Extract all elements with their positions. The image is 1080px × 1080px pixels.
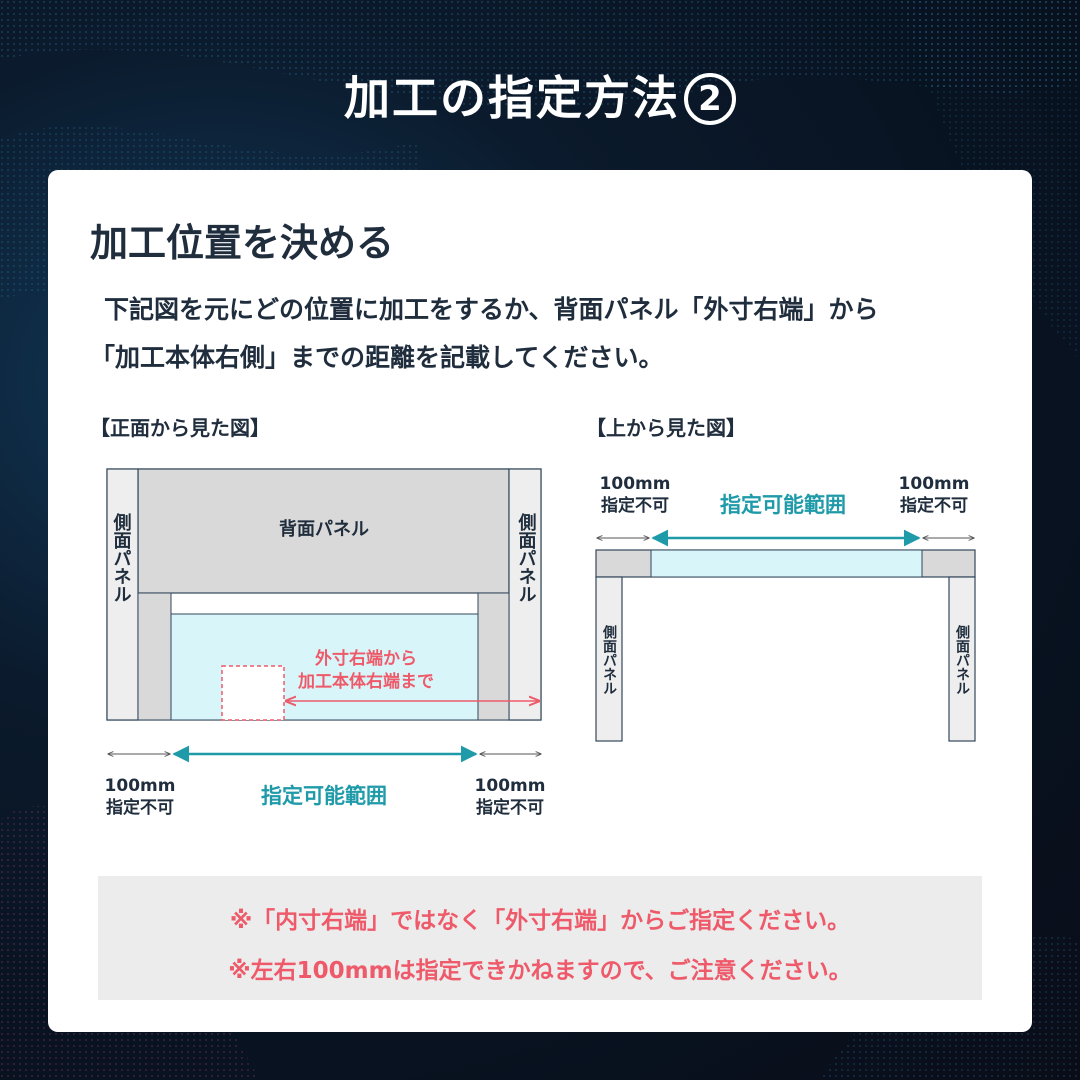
front-right-margin-size: 100mm [475,776,546,796]
front-view-diagram: 背面パネル 側面パネル 側面パネル 外寸右端から 加工本体右端まで 100mm … [105,468,546,818]
front-annotation-line-2: 加工本体右端まで [297,671,434,692]
top-left-margin-note: 指定不可 [601,495,669,516]
top-left-side-panel [595,576,623,742]
top-view-diagram: 100mm 指定不可 指定可能範囲 100mm 指定不可 側面パネル 側面パネル [595,474,976,742]
content-card: 加工位置を決める 下記図を元にどの位置に加工をするか、背面パネル「外寸右端」から… [48,170,1032,1032]
top-left-margin-size: 100mm [600,474,671,494]
front-back-panel-label: 背面パネル [279,518,369,540]
top-left-side-panel-label: 側面パネル [601,624,618,695]
front-range-label: 指定可能範囲 [261,784,387,808]
front-left-side-panel-label: 側面パネル [111,512,133,603]
note-line-2: ※左右100mmは指定できかねますので、ご注意ください。 [228,958,852,984]
front-view-label: 【正面から見た図】 [90,416,270,440]
section-title: 加工位置を決める [90,221,395,265]
notes-box: ※「内寸右端」ではなく「外寸右端」からご指定ください。 ※左右100mmは指定で… [98,876,982,1000]
top-right-margin-note: 指定不可 [900,495,968,516]
front-process-box [221,665,285,721]
description: 下記図を元にどの位置に加工をするか、背面パネル「外寸右端」から 「加工本体右側」… [90,286,879,382]
front-annotation-line-1: 外寸右端から [315,648,417,669]
top-view-label: 【上から見た図】 [586,416,746,440]
front-left-side-panel [106,468,139,721]
front-right-side-panel-label: 側面パネル [516,512,538,603]
top-right-side-panel-label: 側面パネル [954,624,971,695]
top-range-area [650,549,923,578]
front-back-panel [137,468,510,594]
front-right-margin-note: 指定不可 [476,797,544,818]
top-right-side-panel [948,576,976,742]
description-line-1: 下記図を元にどの位置に加工をするか、背面パネル「外寸右端」から [104,295,879,324]
page-title-text: 加工の指定方法 [344,71,680,125]
front-left-margin-note: 指定不可 [106,797,174,818]
description-line-2: 「加工本体右側」までの距離を記載してください。 [90,343,664,372]
front-inner-left-gray [137,592,172,721]
note-line-1: ※「内寸右端」ではなく「外寸右端」からご指定ください。 [229,908,851,934]
top-range-label: 指定可能範囲 [720,493,846,517]
diagrams: 背面パネル 側面パネル 側面パネル 外寸右端から 加工本体右端まで 100mm … [105,468,976,818]
front-left-margin-size: 100mm [105,776,176,796]
title-number-badge: 2 [684,73,736,125]
top-right-margin-size: 100mm [899,474,970,494]
